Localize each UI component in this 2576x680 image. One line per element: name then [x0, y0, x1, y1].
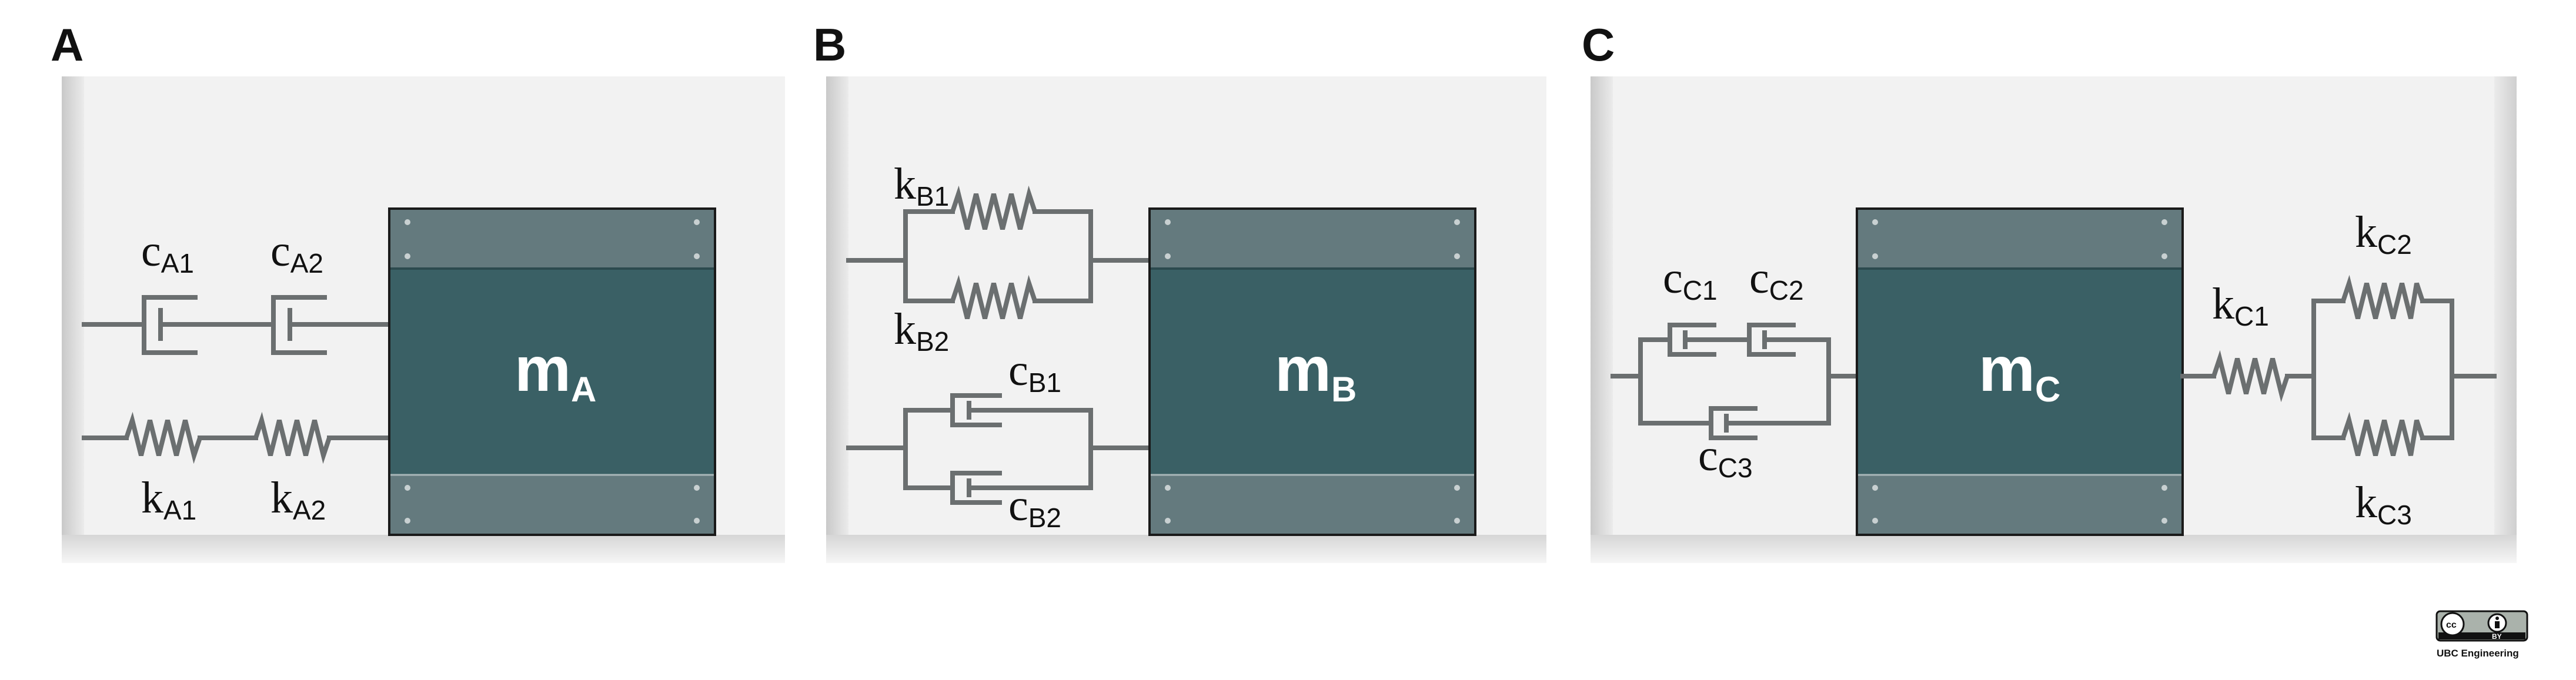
damper-c-a2: [195, 295, 392, 355]
label-c-b2: cB2: [1008, 481, 1061, 533]
bolt-dots: [1165, 219, 1460, 524]
spring-k-c2: [2341, 274, 2425, 319]
label-c-b1: cB1: [1008, 346, 1061, 398]
label-c-c3: cC3: [1698, 431, 1753, 483]
floor: [1591, 535, 2517, 563]
spring-k-a1: [82, 411, 258, 464]
spring-k-c3: [2341, 411, 2425, 456]
label-c-c2: cC2: [1749, 253, 1804, 306]
label-k-b2: kB2: [894, 304, 949, 357]
label-c-c1: cC1: [1663, 253, 1718, 306]
spring-pair-k-b: [846, 185, 1152, 319]
cc-by-license-badge: cc BY UBC Engineering: [2435, 610, 2528, 659]
spring-k-b1: [950, 185, 1037, 230]
floor: [62, 535, 785, 563]
floor: [826, 535, 1546, 563]
damper-c-c3: [1709, 406, 1831, 440]
label-k-a2: kA2: [270, 473, 326, 525]
panel-a: A cA1 cA2 kA1 kA2: [51, 19, 785, 563]
cc-icon-text: cc: [2446, 620, 2457, 630]
mass-block-b: mB: [1148, 207, 1476, 536]
mass-label-c: mC: [1979, 333, 2060, 409]
right-wall: [2494, 76, 2517, 538]
bolt-dots: [405, 219, 700, 524]
left-wall: [826, 76, 848, 538]
panel-letter-c: C: [1582, 19, 1615, 71]
mass-label-b: mB: [1275, 333, 1357, 409]
damper-c-c1: [1668, 323, 1752, 357]
damper-c-c2: [1747, 323, 1831, 357]
panel-letter-b: B: [813, 19, 846, 71]
spring-k-a2: [253, 411, 392, 464]
credit-text: UBC Engineering: [2437, 648, 2519, 659]
left-wall: [62, 76, 84, 538]
damper-c-b1: [950, 393, 1093, 427]
label-k-a1: kA1: [141, 473, 196, 525]
damper-pair-c-b: [846, 393, 1152, 505]
label-k-b1: kB1: [894, 159, 949, 212]
mass-block-c: mC: [1856, 207, 2184, 536]
damper-c-a1: [82, 295, 199, 355]
label-c-a2: cA2: [270, 226, 323, 279]
mass-label-a: mA: [514, 333, 596, 409]
spring-k-b2: [950, 274, 1037, 319]
damper-network-c: [1611, 323, 1859, 440]
left-wall: [1591, 76, 1613, 538]
spring-k-c1: [2211, 350, 2290, 403]
panel-c: C cC1 cC2 cC3: [1582, 19, 2517, 563]
label-c-a1: cA1: [141, 226, 194, 279]
label-k-c3: kC3: [2355, 478, 2412, 530]
cc-icon: [2440, 612, 2465, 637]
damper-c-b2: [950, 471, 1093, 505]
by-text: BY: [2492, 632, 2502, 641]
panel-b: B kB1 kB2 cB1 cB2: [813, 19, 1546, 563]
panel-letter-a: A: [51, 19, 83, 71]
label-k-c1: kC1: [2212, 279, 2269, 331]
mass-block-a: mA: [388, 207, 716, 536]
label-k-c2: kC2: [2355, 207, 2412, 260]
bolt-dots: [1872, 219, 2167, 524]
spring-network-c: [2180, 274, 2497, 456]
